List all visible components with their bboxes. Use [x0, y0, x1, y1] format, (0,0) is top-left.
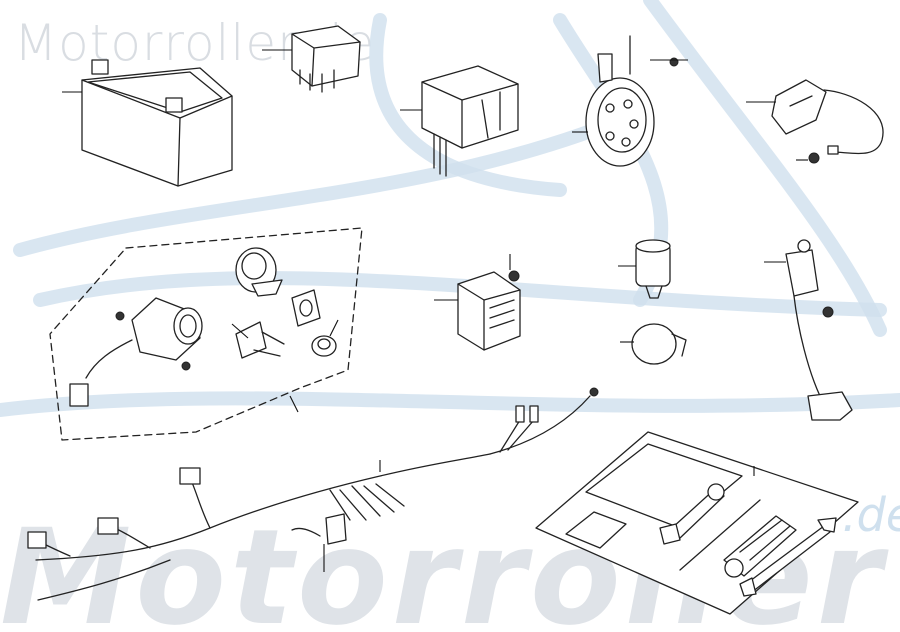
ignition-coil[interactable]: [764, 239, 853, 421]
wire-harness[interactable]: [27, 387, 599, 601]
rectifier-regulator[interactable]: [434, 254, 521, 351]
watermark-bottom-suffix: .de: [842, 488, 900, 542]
relay-small[interactable]: [262, 25, 361, 93]
horn[interactable]: [572, 35, 688, 167]
watermark-swooshes: [0, 0, 900, 417]
pickup-coil[interactable]: [746, 79, 884, 164]
starter-relay-clamp[interactable]: [620, 323, 687, 365]
ignition-lock-set[interactable]: [49, 227, 363, 441]
battery[interactable]: [62, 59, 233, 187]
starter-relay[interactable]: [400, 65, 519, 177]
tool-kit[interactable]: [535, 431, 859, 615]
flasher-relay[interactable]: [618, 239, 671, 299]
